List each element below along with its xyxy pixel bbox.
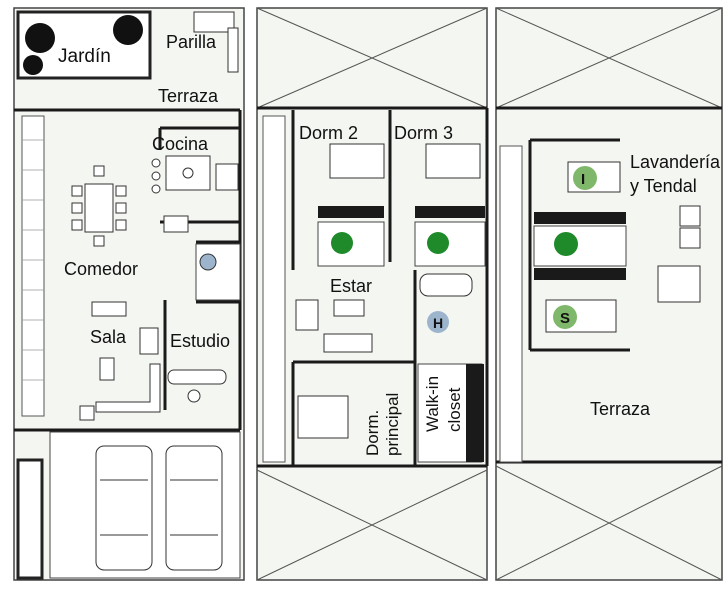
bed-icon: [425, 143, 481, 179]
sink-icon: [182, 167, 194, 179]
car-icon: [95, 445, 153, 571]
closet-bar: [466, 364, 484, 462]
armchair-icon: [139, 327, 159, 355]
washer-icon: [679, 205, 701, 227]
closet-bar: [534, 268, 626, 280]
dining-table-icon: [84, 183, 114, 233]
bed-icon: [297, 395, 349, 439]
stair-column-icon: [262, 115, 286, 463]
bath-marker-label: H: [433, 315, 443, 331]
room-label-estar: Estar: [330, 276, 372, 296]
terrace-bench-icon: [227, 27, 239, 73]
floor-2-plan: H Dorm 2 Dorm 3 Estar Dorm. principal Wa…: [256, 7, 489, 581]
room-label-jardin: Jardín: [58, 46, 111, 67]
room-label-comedor: Comedor: [64, 259, 138, 279]
dryer-icon: [679, 227, 701, 249]
room-label-walk-in-line1: Walk-in: [423, 376, 442, 432]
room-label-parrilla: Parilla: [166, 32, 217, 52]
room-label-walk-in-line2: closet: [445, 387, 464, 432]
marker-s-icon: [553, 305, 577, 329]
room-label-dorm-principal-line2: principal: [383, 393, 402, 456]
stair-column-icon: [499, 145, 523, 463]
coffee-table-icon: [333, 299, 365, 317]
sofa-icon: [91, 301, 127, 317]
room-label-terraza: Terraza: [158, 86, 219, 106]
bath-marker-icon: [427, 311, 449, 333]
room-label-dorm-principal-line1: Dorm.: [363, 410, 382, 456]
sofa-icon: [323, 333, 373, 353]
side-table-icon: [79, 405, 95, 421]
floor-2-walls: [257, 106, 489, 468]
void-cross-bottom: [256, 469, 488, 581]
car-icon: [165, 445, 223, 571]
room-label-dorm-principal: Dorm. principal: [363, 393, 402, 456]
office-chair-icon: [187, 389, 201, 403]
stair-treads: [22, 139, 44, 381]
coffee-table-icon: [99, 357, 115, 381]
sofa-icon: [295, 299, 319, 331]
planter-strip: [16, 458, 44, 580]
marker-s-label: S: [560, 310, 570, 327]
kitchen-island-icon: [165, 155, 211, 191]
marker-i-icon: [573, 166, 597, 190]
closet-bar: [318, 206, 384, 218]
void-cross-top: [256, 7, 488, 109]
floor-3-plan: I S Lavandería y Tendal Terraza: [495, 7, 723, 581]
closet-bar: [534, 212, 626, 224]
powder-room: [195, 243, 241, 301]
desk-icon: [167, 369, 227, 385]
room-label-lavanderia-line1: Lavandería: [630, 152, 721, 172]
floor-1-plan: Jardín Parilla Terraza Cocina Comedor Sa…: [13, 7, 245, 581]
void-cross-top: [495, 7, 723, 109]
room-label-lavanderia-line2: y Tendal: [630, 176, 697, 196]
stool-icon: [151, 158, 161, 194]
room-label-cocina: Cocina: [152, 134, 209, 154]
grill-icon: [193, 11, 235, 33]
bed-icon: [329, 143, 385, 179]
room-label-walk-in-closet: Walk-in closet: [423, 376, 464, 432]
floor-3-walls: [496, 106, 722, 464]
void-cross-bottom: [495, 465, 723, 581]
room-label-terraza-roof: Terraza: [590, 399, 651, 419]
stair-column-icon: [21, 115, 45, 417]
room-label-sala: Sala: [90, 327, 127, 347]
toilet-icon: [199, 253, 217, 271]
plant-icon: [23, 15, 143, 75]
marker-i-label: I: [581, 171, 585, 188]
laundry-sink-icon: [657, 265, 701, 303]
bathtub-icon: [419, 273, 473, 297]
closet-bar: [415, 206, 485, 218]
plant-icon: [554, 232, 578, 256]
bathroom: [414, 221, 486, 267]
sectional-sofa-icon: [95, 363, 161, 413]
fridge-icon: [163, 215, 189, 233]
room-label-dorm-2: Dorm 2: [299, 123, 358, 143]
room-label-estudio: Estudio: [170, 331, 230, 351]
bathroom: [533, 225, 627, 267]
stove-icon: [215, 163, 239, 191]
car-window-detail: [100, 479, 218, 536]
plant-icon: [331, 232, 449, 254]
room-label-dorm-3: Dorm 3: [394, 123, 453, 143]
chair-icon: [71, 165, 127, 247]
